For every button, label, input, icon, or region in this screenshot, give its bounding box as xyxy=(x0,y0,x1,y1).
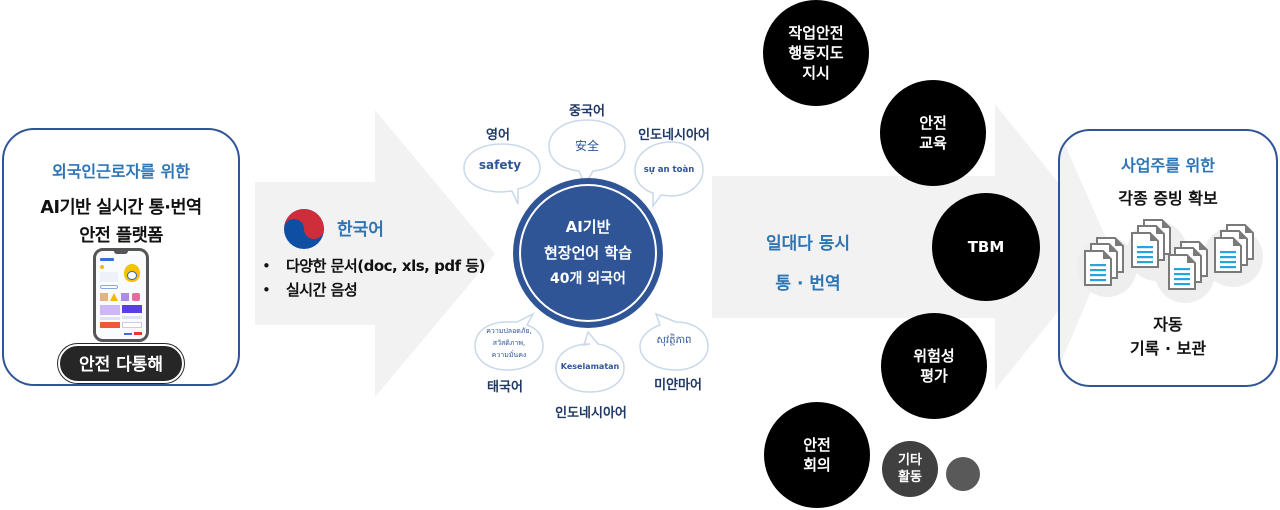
employer-panel xyxy=(1058,129,1278,387)
bubble-text-myanmar: សុវត្ថិភាព xyxy=(656,335,692,346)
activity-line: 행동지도 xyxy=(788,44,844,62)
product-name-badge: 안전 다통해 xyxy=(58,344,184,383)
rp-bottom-line2: 기록 · 보관 xyxy=(1129,339,1207,358)
activity-line: 작업안전 xyxy=(788,24,844,42)
activity-line: 교육 xyxy=(919,134,947,152)
platform-title-line1: AI기반 실시간 통·번역 xyxy=(40,198,202,218)
activity-line: 평가 xyxy=(920,367,948,385)
employer-subtitle: 사업주를 위한 xyxy=(1121,156,1215,175)
activity-line: 활동 xyxy=(898,470,922,485)
employer-title: 각종 증빙 확보 xyxy=(1118,189,1218,208)
output-arrow xyxy=(712,104,1110,390)
mid-text-line1: 일대다 동시 xyxy=(765,234,851,254)
activity-safety-meeting: 안전 회의 xyxy=(764,402,870,508)
lang-label-indonesian-top: 인도네시아어 xyxy=(638,128,710,143)
bubble-text-thai: ความปลอดภัย, สวัสดิภาพ, ความมั่นคง xyxy=(473,325,545,361)
platform-title-line2: 안전 플랫폼 xyxy=(79,226,163,246)
bubble-text-thai-line: สวัสดิภาพ, xyxy=(492,339,526,347)
activity-other: 기타 활동 xyxy=(882,441,938,497)
activity-line: TBM xyxy=(967,238,1005,256)
ai-language-learning-circle: AI기반 현장언어 학습 40개 외국어 xyxy=(513,178,663,328)
activity-risk-assessment: 위험성 평가 xyxy=(881,313,987,419)
activity-line: 안전 xyxy=(803,436,831,454)
speech-bubble-english xyxy=(463,143,541,205)
speech-bubble-thai xyxy=(474,312,544,371)
more-dot xyxy=(946,457,980,491)
center-line1: AI기반 xyxy=(565,218,611,236)
bubble-text-chinese: 安全 xyxy=(574,139,599,153)
smartphone-icon xyxy=(93,248,149,342)
lang-label-english: 영어 xyxy=(486,128,510,143)
bubble-text-english: safety xyxy=(478,158,522,172)
bubble-text-thai-line: ความมั่นคง xyxy=(491,351,527,359)
lang-label-thai: 태국어 xyxy=(487,380,523,395)
activity-line: 기타 xyxy=(898,453,922,468)
korean-taegeuk-icon xyxy=(284,209,324,249)
lang-label-chinese: 중국어 xyxy=(569,104,605,119)
source-format-item: 실시간 음성 xyxy=(258,278,485,302)
auto-record-storage-label: 자동 기록 · 보관 xyxy=(1058,313,1278,361)
platform-title: AI기반 실시간 통·번역 안전 플랫폼 xyxy=(2,194,240,250)
activity-work-safety-guidance: 작업안전 행동지도 지시 xyxy=(763,0,869,106)
activity-tbm: TBM xyxy=(932,193,1040,301)
speech-bubble-vietnamese xyxy=(634,141,704,209)
mid-text-line2: 통 · 번역 xyxy=(775,274,841,294)
lang-label-myanmar: 미얀마어 xyxy=(654,378,702,393)
speech-bubble-myanmar xyxy=(639,312,709,371)
bubble-text-thai-line: ความปลอดภัย, xyxy=(486,327,532,335)
simultaneous-translation-label: 일대다 동시 통 · 번역 xyxy=(738,224,878,304)
activity-safety-education: 안전 교육 xyxy=(880,80,986,186)
document-stack-icon xyxy=(1077,219,1263,303)
source-language-label: 한국어 xyxy=(337,220,384,240)
lang-label-indonesian-bottom: 인도네시아어 xyxy=(555,406,627,421)
bubble-text-vietnamese: sự an toàn xyxy=(643,165,695,175)
source-formats-list: 다양한 문서(doc, xls, pdf 등) 실시간 음성 xyxy=(258,254,485,302)
bubble-text-indonesian: Keselamatan xyxy=(560,362,620,371)
activity-line: 회의 xyxy=(803,456,831,474)
activity-line: 지시 xyxy=(802,64,830,82)
rp-bottom-line1: 자동 xyxy=(1153,315,1183,334)
speech-bubble-indonesian xyxy=(555,330,625,393)
center-line3: 40개 외국어 xyxy=(550,271,626,287)
activity-line: 안전 xyxy=(919,114,947,132)
platform-subtitle: 외국인근로자를 위한 xyxy=(51,162,191,181)
center-line2: 현장언어 학습 xyxy=(543,244,633,262)
activity-line: 위험성 xyxy=(913,347,955,365)
source-format-item: 다양한 문서(doc, xls, pdf 등) xyxy=(258,254,485,278)
